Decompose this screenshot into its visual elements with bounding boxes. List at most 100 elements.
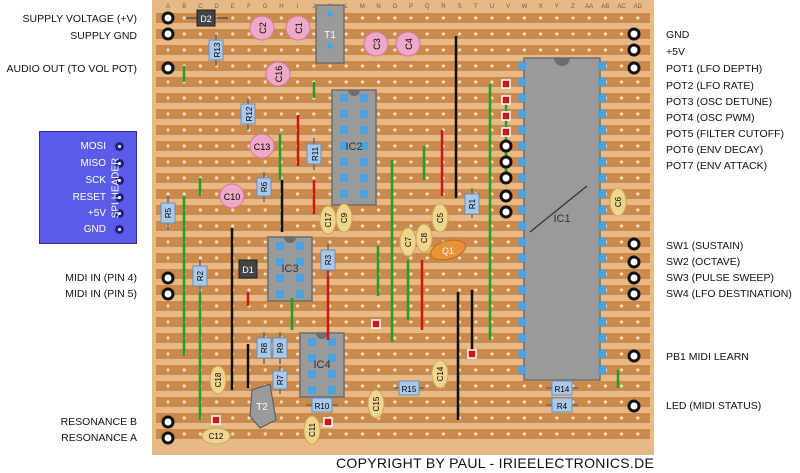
r3-resistor: R3 bbox=[320, 244, 336, 276]
c8-capacitor: C8 bbox=[415, 223, 433, 253]
label-pot1: POT1 (LFO DEPTH) bbox=[666, 63, 763, 75]
ic-pin bbox=[276, 242, 284, 250]
copper-strip bbox=[156, 269, 650, 279]
label-supply-gnd: SUPPLY GND bbox=[70, 30, 137, 42]
ic4-label: IC4 bbox=[313, 359, 330, 371]
copper-strip bbox=[156, 93, 650, 103]
ic-pin bbox=[598, 270, 606, 278]
ic-pin bbox=[308, 338, 316, 346]
label-sw1: SW1 (SUSTAIN) bbox=[666, 240, 744, 252]
ic-pin bbox=[518, 174, 526, 182]
svg-text:R13: R13 bbox=[213, 42, 222, 57]
svg-text:R4: R4 bbox=[557, 402, 568, 411]
r12-resistor: R12 bbox=[240, 98, 256, 130]
electrolytic-capacitors: C2 C1 C3 C4 C16 C13 C10 bbox=[219, 15, 421, 209]
right-connection-labels: GND +5V POT1 (LFO DEPTH) POT2 (LFO RATE)… bbox=[666, 0, 800, 473]
ic-pin bbox=[296, 290, 304, 298]
spi-pin bbox=[115, 225, 124, 234]
ic-pin bbox=[328, 370, 336, 378]
ic-pin bbox=[518, 94, 526, 102]
ic-pin bbox=[598, 286, 606, 294]
copper-strip bbox=[156, 125, 650, 135]
svg-text:C15: C15 bbox=[372, 396, 381, 411]
label-pot3: POT3 (OSC DETUNE) bbox=[666, 96, 773, 108]
c9-capacitor: C9 bbox=[335, 203, 353, 233]
svg-text:C5: C5 bbox=[436, 212, 445, 223]
ic2-chip: IC2 bbox=[331, 89, 377, 206]
copper-strip bbox=[156, 397, 650, 407]
r9-resistor: R9 bbox=[272, 332, 288, 364]
copper-strip bbox=[156, 109, 650, 119]
column-letter: AC bbox=[617, 4, 626, 10]
ic-pin bbox=[340, 174, 348, 182]
label-sw4: SW4 (LFO DESTINATION) bbox=[666, 288, 792, 300]
copper-strip bbox=[156, 221, 650, 231]
copper-strip bbox=[156, 349, 650, 359]
column-letter: Y bbox=[555, 4, 559, 10]
ic-pin bbox=[598, 94, 606, 102]
d2-diode: D2 bbox=[186, 9, 228, 27]
ic-pin bbox=[518, 110, 526, 118]
label-midi-in-5: MIDI IN (PIN 5) bbox=[65, 288, 137, 300]
resistors: R13 R12 R11 R6 R5 R1 R3 R2 R8 R9 R7 R10 … bbox=[160, 34, 578, 413]
svg-text:R1: R1 bbox=[468, 198, 477, 209]
column-letter: V bbox=[506, 4, 510, 10]
ic-pin bbox=[518, 62, 526, 70]
copper-strip bbox=[156, 285, 650, 295]
svg-text:C7: C7 bbox=[404, 236, 413, 247]
svg-text:C10: C10 bbox=[224, 192, 241, 202]
ic-pin bbox=[598, 126, 606, 134]
spi-pin bbox=[115, 193, 124, 202]
column-letter: P bbox=[409, 4, 413, 10]
svg-text:R10: R10 bbox=[315, 402, 330, 411]
svg-text:D1: D1 bbox=[242, 265, 254, 275]
label-led: LED (MIDI STATUS) bbox=[666, 400, 762, 412]
column-letter: C bbox=[198, 4, 203, 10]
column-letter: S bbox=[458, 4, 462, 10]
ic1-chip: IC1 bbox=[518, 57, 606, 381]
label-pot6: POT6 (ENV DECAY) bbox=[666, 144, 764, 156]
ic-pin bbox=[598, 366, 606, 374]
copper-strip bbox=[156, 157, 650, 167]
column-letter: Z bbox=[571, 4, 575, 10]
copper-strip bbox=[156, 189, 650, 199]
ic1-label: IC1 bbox=[553, 213, 570, 225]
ic-pin bbox=[360, 126, 368, 134]
ic-pin bbox=[598, 222, 606, 230]
r2-resistor: R2 bbox=[192, 260, 208, 292]
ic-pin bbox=[328, 354, 336, 362]
spi-header-title: SPI HEADER bbox=[110, 157, 122, 219]
ic-pin bbox=[518, 190, 526, 198]
ic-pin bbox=[598, 174, 606, 182]
copper-strip bbox=[156, 413, 650, 423]
ceramic-capacitors: C17 C9 C5 C7 C8 C6 C18 C14 C15 C11 C12 bbox=[201, 187, 627, 445]
svg-text:C6: C6 bbox=[614, 196, 623, 207]
label-pb1: PB1 MIDI LEARN bbox=[666, 351, 749, 363]
ic-pin bbox=[518, 142, 526, 150]
copper-strip bbox=[156, 253, 650, 263]
r13-resistor: R13 bbox=[208, 34, 224, 66]
ic-pin bbox=[360, 110, 368, 118]
column-letter: G bbox=[263, 4, 268, 10]
ic-pin bbox=[518, 350, 526, 358]
c10-capacitor: C10 bbox=[219, 183, 245, 209]
c11-capacitor: C11 bbox=[303, 415, 321, 445]
svg-text:T1: T1 bbox=[324, 30, 336, 41]
column-letter: F bbox=[247, 4, 251, 10]
ic-pin bbox=[518, 254, 526, 262]
q1-crystal: Q1 bbox=[429, 239, 467, 261]
ic-pin bbox=[598, 190, 606, 198]
column-letter: D bbox=[214, 4, 219, 10]
t1-transistor: T1 bbox=[315, 4, 345, 64]
r1-resistor: R1 bbox=[464, 188, 480, 218]
copper-strip bbox=[156, 333, 650, 343]
r10-resistor: R10 bbox=[306, 397, 338, 413]
copyright-text: COPYRIGHT BY PAUL - IRIEELECTRONICS.DE bbox=[336, 455, 655, 471]
svg-text:C12: C12 bbox=[209, 432, 224, 441]
svg-text:C9: C9 bbox=[340, 212, 349, 223]
label-pot7: POT7 (ENV ATTACK) bbox=[666, 160, 768, 172]
column-letter: J bbox=[312, 4, 315, 10]
ic-pin bbox=[518, 334, 526, 342]
ic-pin bbox=[518, 318, 526, 326]
svg-text:R8: R8 bbox=[260, 342, 269, 353]
